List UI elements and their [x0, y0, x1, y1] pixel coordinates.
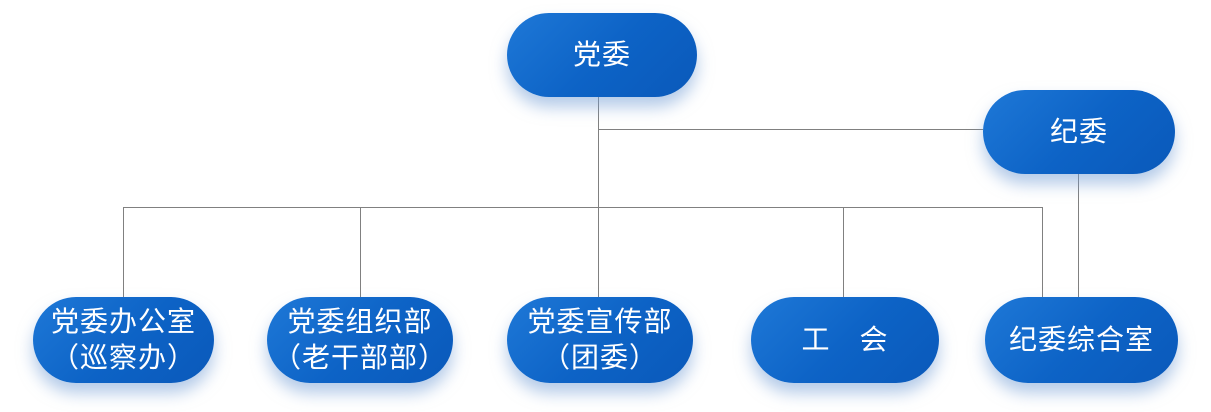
node-label: 工 会: [801, 323, 889, 356]
node-party-office: 党委办公室 （巡察办）: [33, 297, 214, 383]
node-label: 党委办公室: [50, 305, 196, 338]
node-label: 党委: [572, 38, 631, 71]
node-label: 纪委: [1049, 115, 1108, 148]
connector-drop-publicity-dept: [598, 207, 599, 297]
node-sublabel: （老干部部）: [272, 341, 447, 374]
node-discipline-committee: 纪委: [983, 90, 1175, 174]
node-organization-dept: 党委组织部 （老干部部）: [267, 297, 453, 383]
node-labor-union: 工 会: [751, 297, 939, 383]
node-label: 纪委综合室: [1008, 323, 1154, 356]
connector-party-to-discipline: [598, 129, 983, 130]
connector-bus: [123, 207, 1043, 208]
connector-discipline-to-office: [1078, 172, 1079, 297]
node-party-committee: 党委: [507, 13, 697, 97]
node-label: 党委宣传部: [527, 305, 673, 338]
connector-drop-discipline-office: [1042, 207, 1043, 297]
node-sublabel: （巡察办）: [50, 341, 196, 374]
connector-drop-labor-union: [843, 207, 844, 297]
node-label: 党委组织部: [287, 305, 433, 338]
connector-trunk-party: [598, 97, 599, 207]
node-publicity-dept: 党委宣传部 （团委）: [507, 297, 693, 383]
connector-drop-party-office: [123, 207, 124, 297]
node-sublabel: （团委）: [541, 341, 658, 374]
node-discipline-office: 纪委综合室: [985, 297, 1178, 383]
connector-drop-organization-dept: [360, 207, 361, 297]
